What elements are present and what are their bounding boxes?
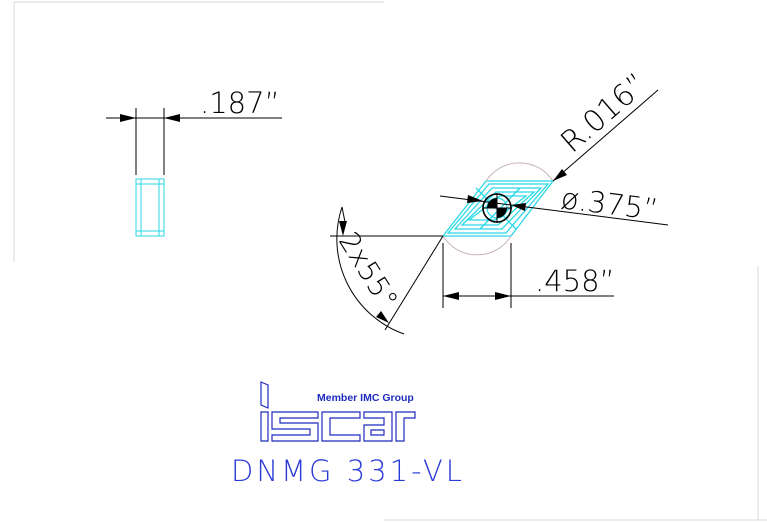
corner-radius-arc (485, 162, 554, 182)
arrowhead (511, 203, 526, 211)
angle-arc (336, 206, 405, 335)
hole-diameter-dimension: ø.375” (559, 181, 660, 227)
insert-side-profile (135, 178, 165, 237)
brand-tagline: Member IMC Group (317, 392, 414, 404)
arrowhead (467, 195, 483, 203)
iscar-logo (260, 381, 416, 442)
arrowhead (339, 221, 347, 236)
sheet-frame (13, 1, 767, 521)
corner-radius-dimension: R.016” (554, 67, 654, 160)
corner-radius-arc (442, 235, 512, 256)
length-dimension: .458” (535, 264, 615, 298)
arrowhead (376, 311, 389, 323)
center-hole (482, 193, 512, 223)
arrowhead (164, 114, 180, 122)
arrowhead (443, 292, 459, 300)
brand-block: Member IMC Group DNMG 331-VL (231, 381, 465, 488)
part-code: DNMG 331-VL (231, 454, 465, 488)
thickness-dimension: .187” (200, 86, 280, 120)
arrowhead (120, 114, 136, 122)
side-view: .187” (106, 86, 282, 237)
arrowhead (495, 292, 511, 300)
top-view: R.016” ø.375” .458” 2x55° (330, 67, 669, 335)
angle-dimension: 2x55° (332, 226, 405, 315)
arrowhead (553, 169, 567, 181)
